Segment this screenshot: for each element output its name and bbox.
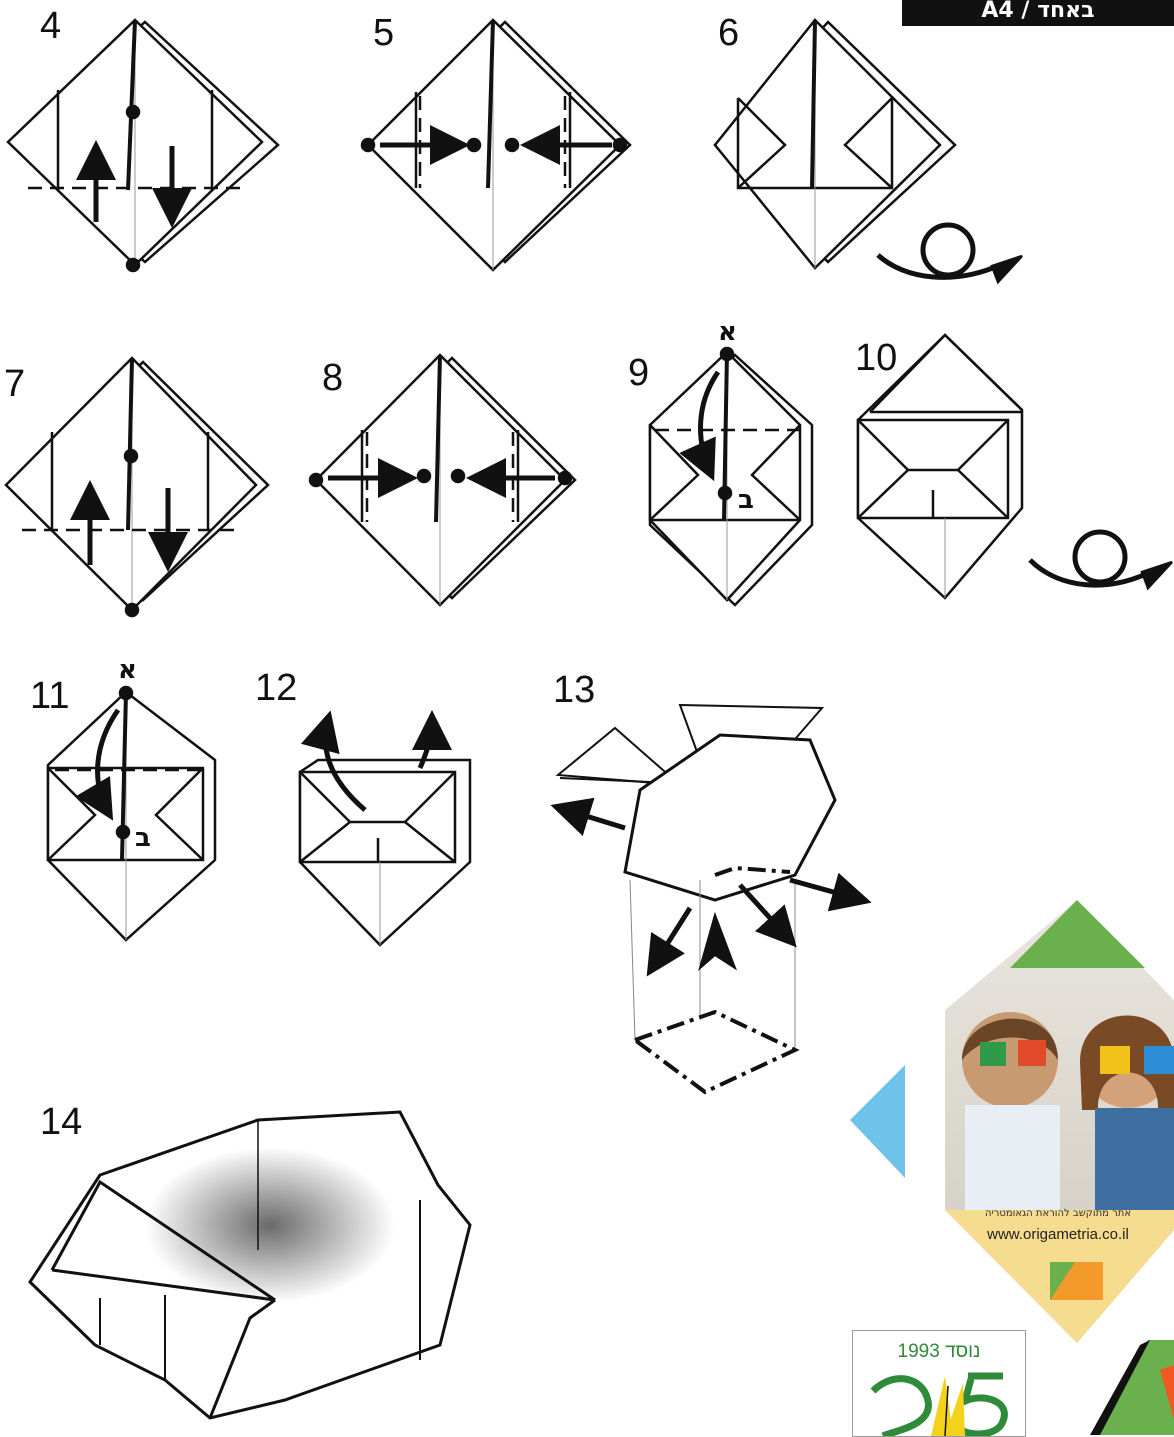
point-label-center: ב	[135, 823, 151, 853]
step-number: 11	[30, 675, 69, 717]
step-number: 14	[40, 1101, 82, 1143]
step-number: 6	[718, 12, 739, 54]
step-number: 13	[553, 669, 595, 711]
point-label-top: א	[118, 655, 137, 685]
point-label-top: א	[718, 317, 737, 347]
promo-tagline: אתר מתוקשב להוראת הגאומטריה	[952, 1208, 1164, 1219]
step-number: 4	[40, 5, 61, 47]
page-corner-tab: A4 / באחד	[902, 0, 1174, 26]
brand-logo-fragment	[1090, 1340, 1174, 1435]
promo-diamond	[850, 900, 1174, 1343]
point-label-center: ב	[738, 485, 754, 515]
step-14: 14	[30, 1101, 470, 1418]
step-number: 12	[255, 667, 297, 709]
step-4: 4	[8, 5, 278, 271]
step-6: 6	[715, 12, 1022, 282]
step-number: 9	[628, 352, 649, 394]
step-9: 9 א ב	[628, 317, 812, 605]
step-number: 8	[322, 357, 343, 399]
step-8: 8	[310, 355, 575, 605]
step-5: 5	[362, 12, 630, 270]
step-number: 7	[4, 363, 25, 405]
step-12: 12	[255, 667, 470, 945]
promo-url[interactable]: www.origametria.co.il	[958, 1226, 1158, 1243]
step-13: 13	[553, 669, 862, 1092]
step-number: 5	[373, 12, 394, 54]
step-number: 10	[855, 337, 897, 379]
anniversary-emblem	[853, 1331, 1025, 1436]
anniversary-badge: נוסד 1993	[852, 1330, 1026, 1437]
step-11: 11 א ב	[30, 655, 215, 940]
step-10: 10	[855, 335, 1172, 598]
step-7: 7	[4, 358, 268, 616]
